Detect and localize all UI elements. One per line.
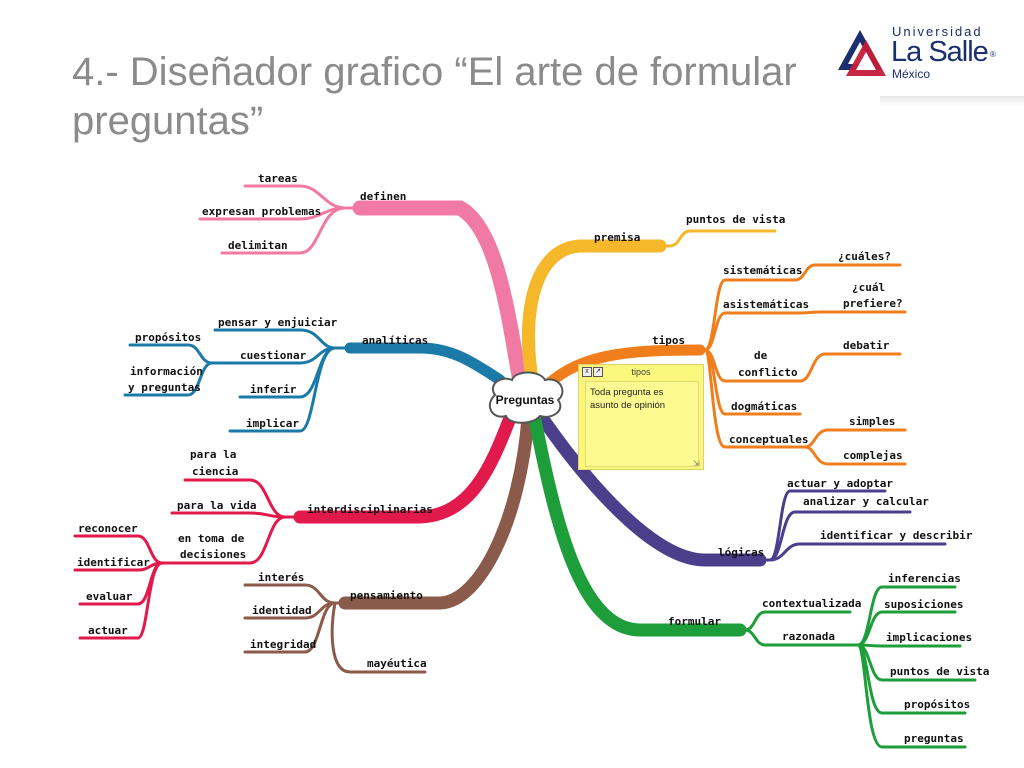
label-cuestionar: cuestionar (240, 349, 307, 362)
label-asistematicas: asistemáticas (723, 298, 809, 311)
slide-title: 4.- Diseñador grafico “El arte de formul… (72, 50, 797, 143)
lasalle-emblem-icon (838, 30, 886, 76)
header-divider (880, 96, 1024, 106)
center-node: Preguntas (488, 371, 564, 424)
branch-pensamiento-stroke (338, 411, 535, 610)
university-logo: Universidad La Salle ® México (836, 20, 1024, 100)
label-preguntas-razonada: preguntas (904, 732, 964, 745)
label-reconocer: reconocer (78, 522, 138, 535)
label-inferir: inferir (250, 383, 297, 396)
label-evaluar: evaluar (86, 590, 133, 603)
label-informacion-line1: información (130, 365, 203, 378)
label-integridad: integridad (250, 638, 316, 651)
logo-text-universidad: Universidad (892, 24, 983, 39)
label-actuar: actuar (88, 624, 128, 637)
sticky-note[interactable]: x ↗ tipos Toda pregunta es asunto de opi… (578, 364, 704, 470)
logo-text-mexico: México (892, 67, 931, 81)
label-puntos-de-vista-premisa: puntos de vista (686, 213, 785, 226)
label-premisa: premisa (594, 231, 640, 244)
label-expresan-problemas: expresan problemas (202, 205, 321, 218)
sticky-note-text[interactable]: Toda pregunta es asunto de opinión (585, 381, 699, 467)
logo-registered-mark: ® (990, 50, 996, 59)
label-pensar-y-enjuiciar: pensar y enjuiciar (218, 316, 338, 329)
label-tipos: tipos (652, 334, 685, 347)
label-identificar: identificar (77, 556, 150, 569)
label-informacion-y-preguntas: información y preguntas (128, 365, 209, 394)
label-propositos-razonada: propósitos (904, 698, 970, 711)
label-puntos-de-vista-razonada: puntos de vista (890, 665, 989, 678)
label-analizar-y-calcular: analizar y calcular (803, 495, 929, 508)
branch-definen-stroke (352, 200, 530, 400)
label-propositos: propósitos (135, 331, 201, 344)
label-pensamiento: pensamiento (350, 589, 423, 602)
logo-text-lasalle: La Salle (891, 36, 989, 68)
label-formular: formular (668, 615, 721, 628)
pin-icon[interactable]: ↗ (593, 367, 603, 377)
label-logicas: lógicas (718, 546, 764, 559)
sticky-note-title: tipos (631, 367, 651, 377)
label-implicaciones: implicaciones (886, 631, 972, 644)
label-contextualizada: contextualizada (762, 597, 861, 610)
label-suposiciones: suposiciones (884, 598, 963, 611)
label-actuar-y-adoptar: actuar y adoptar (787, 477, 893, 490)
label-tareas: tareas (258, 172, 298, 185)
label-delimitan: delimitan (228, 239, 288, 252)
label-sistematicas: sistemáticas (723, 264, 802, 277)
label-conceptuales: conceptuales (729, 433, 808, 446)
close-icon[interactable]: x (582, 367, 592, 377)
label-definen: definen (360, 190, 406, 203)
branch-formular-stroke (528, 413, 747, 637)
sticky-note-titlebar[interactable]: x ↗ tipos (579, 365, 703, 379)
label-identidad: identidad (252, 604, 312, 617)
branch-premisa-stroke (522, 239, 667, 387)
branch-logicas-stroke (538, 415, 767, 567)
resize-grip-icon[interactable]: ⇲ (693, 459, 700, 468)
label-dogmaticas: dogmáticas (731, 400, 797, 413)
label-mayeutica: mayéutica (367, 657, 427, 670)
label-informacion-line2: y preguntas (128, 381, 201, 394)
label-complejas: complejas (843, 449, 903, 462)
label-identificar-y-describir: identificar y describir (820, 529, 973, 542)
label-interes: interés (258, 571, 304, 584)
label-razonada: razonada (782, 630, 835, 643)
label-interdisciplinarias: interdisciplinarias (307, 503, 433, 516)
branch-analiticas-stroke (344, 342, 506, 386)
label-analiticas: analíticas (362, 334, 428, 347)
label-debatir: debatir (843, 339, 890, 352)
branch-interdisciplinarias-stroke (293, 411, 517, 524)
label-para-la-vida: para la vida (177, 499, 256, 512)
center-label: Preguntas (496, 393, 555, 407)
label-cuales: ¿cuáles? (838, 250, 891, 263)
label-simples: simples (849, 415, 895, 428)
label-inferencias: inferencias (888, 572, 961, 585)
label-implicar: implicar (246, 417, 299, 430)
